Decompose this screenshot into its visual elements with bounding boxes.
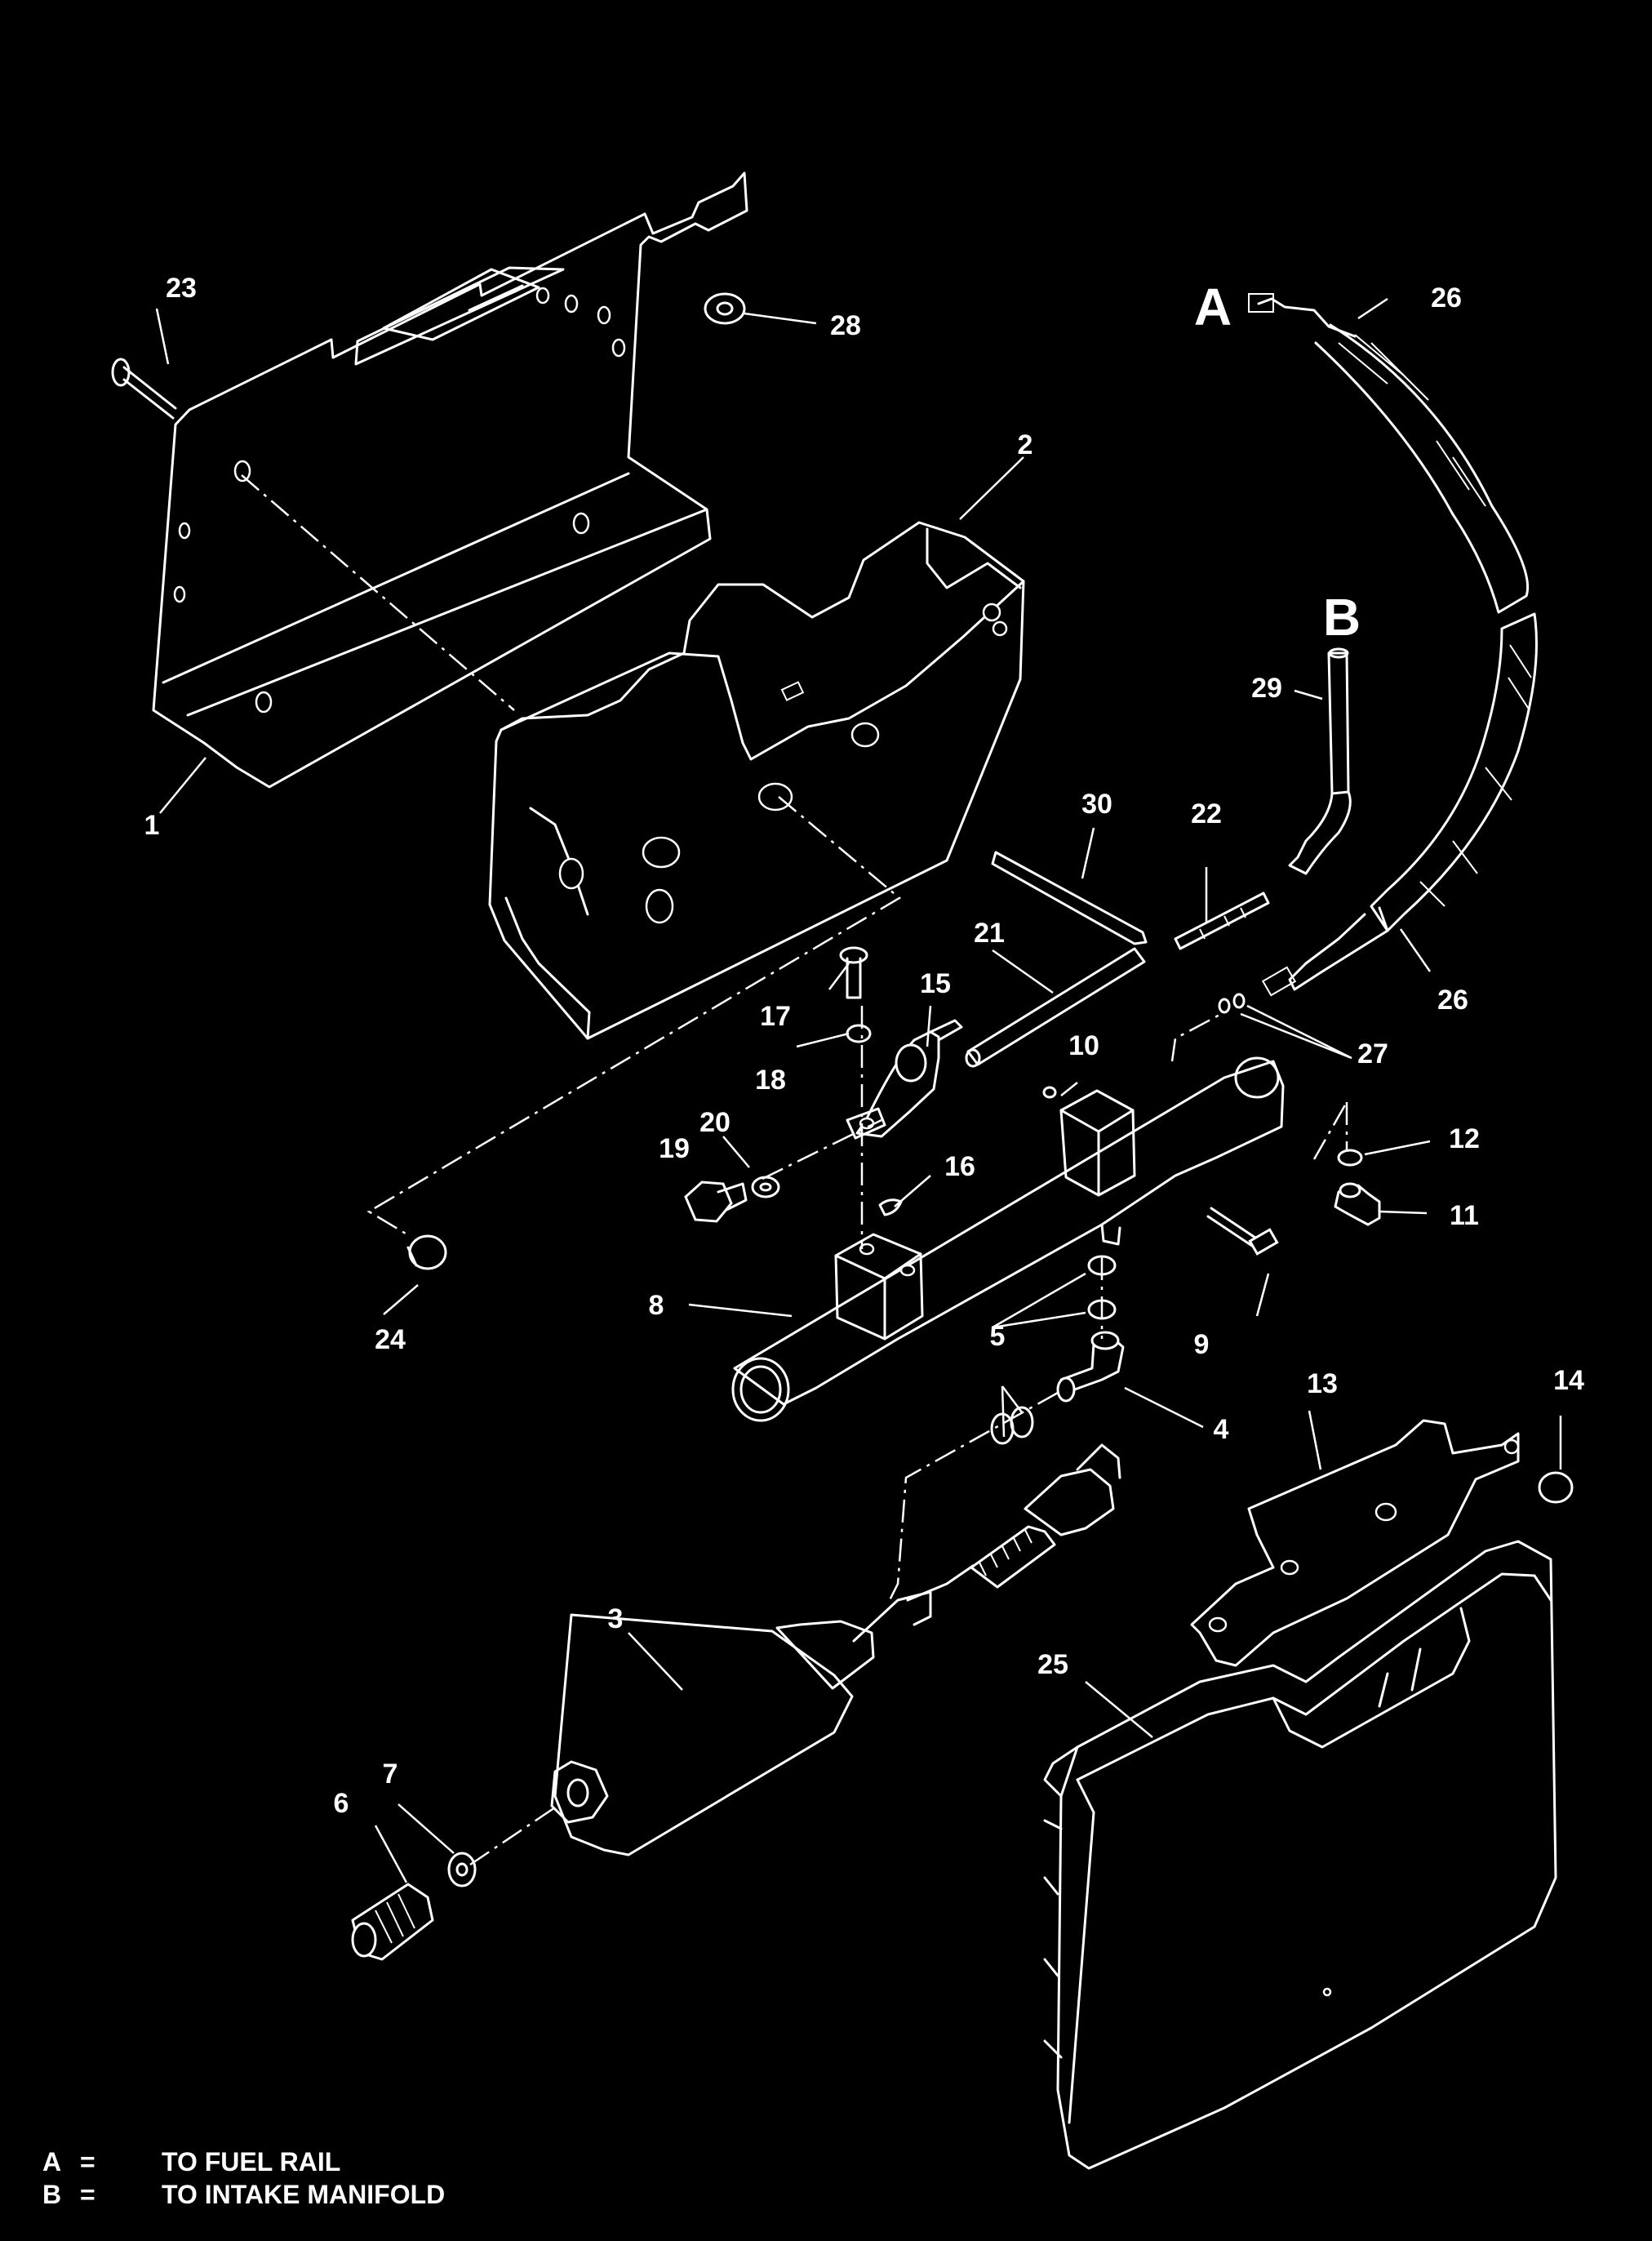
callout-12: 12 xyxy=(1449,1123,1480,1154)
callout-18: 18 xyxy=(755,1065,786,1096)
callout-15: 15 xyxy=(920,968,951,999)
part-29-hose xyxy=(1288,647,1352,875)
part-13-bracket xyxy=(1190,1419,1520,1667)
callout-29: 29 xyxy=(1251,673,1282,704)
callout-2: 2 xyxy=(1018,429,1033,460)
part-24-push-pin xyxy=(406,1234,447,1270)
callout-17: 17 xyxy=(760,1001,791,1032)
part-26-hose xyxy=(1248,293,1538,997)
callout-1: 1 xyxy=(144,810,160,841)
callout-leaders xyxy=(155,297,1562,1883)
connection-letter-b: B xyxy=(1323,588,1361,647)
callout-25: 25 xyxy=(1037,1649,1068,1680)
callout-23: 23 xyxy=(166,273,197,304)
legend-text: TO INTAKE MANIFOLD xyxy=(162,2180,446,2209)
legend-row-a: A = TO FUEL RAIL xyxy=(42,2145,445,2178)
part-8-fuel-rail xyxy=(731,1056,1285,1422)
part-12-o-ring xyxy=(1337,1149,1363,1167)
connection-legend: A = TO FUEL RAIL B = TO INTAKE MANIFOLD xyxy=(42,2145,445,2211)
callout-8: 8 xyxy=(649,1290,664,1321)
callout-4: 4 xyxy=(1214,1414,1229,1445)
part-21-tube xyxy=(965,947,1146,1068)
legend-text: TO FUEL RAIL xyxy=(162,2147,341,2177)
part-17-screw xyxy=(839,946,868,999)
part-28-nut xyxy=(704,292,746,325)
part-11-fitting xyxy=(1334,1182,1381,1226)
legend-equals: = xyxy=(80,2180,95,2209)
part-19-bolt xyxy=(684,1181,748,1223)
legend-row-b: B = TO INTAKE MANIFOLD xyxy=(42,2178,445,2211)
assembly-centerlines xyxy=(241,474,1348,1866)
part-23-screw xyxy=(111,358,177,420)
callout-28: 28 xyxy=(830,310,861,341)
callout-16: 16 xyxy=(944,1151,975,1182)
part-30-rod xyxy=(991,851,1148,945)
callout-7: 7 xyxy=(383,1759,398,1790)
part-14-nut xyxy=(1538,1471,1574,1504)
part-15-pressure-regulator xyxy=(846,1019,963,1140)
part-1-mounting-bracket xyxy=(152,171,748,789)
callout-26-lower: 26 xyxy=(1437,985,1468,1016)
callout-24: 24 xyxy=(375,1324,406,1355)
callout-30: 30 xyxy=(1081,789,1112,820)
callout-9: 9 xyxy=(1194,1329,1210,1360)
callout-11: 11 xyxy=(1450,1200,1479,1231)
part-18-washer xyxy=(846,1024,872,1043)
callout-26-upper: 26 xyxy=(1431,282,1462,313)
part-5-o-rings xyxy=(990,1255,1117,1445)
callout-21: 21 xyxy=(974,918,1005,949)
part-27-o-rings xyxy=(1218,993,1246,1014)
part-7-washer xyxy=(447,1852,477,1888)
callout-19: 19 xyxy=(659,1133,690,1164)
part-6-fitting xyxy=(351,1883,434,1961)
part-9-bolt xyxy=(1206,1207,1279,1256)
connection-letter-a: A xyxy=(1194,278,1232,336)
part-4-elbow-fitting xyxy=(1056,1331,1125,1403)
part-20-washer xyxy=(751,1176,780,1198)
callout-14: 14 xyxy=(1553,1365,1584,1396)
callout-13: 13 xyxy=(1307,1368,1338,1399)
part-2-module-box xyxy=(488,521,1025,1040)
part-22-fitting xyxy=(1174,892,1270,950)
callout-10: 10 xyxy=(1068,1030,1099,1061)
part-10-screw xyxy=(1042,1086,1057,1099)
callout-numbers: 1 2 3 4 5 5 6 7 8 9 10 11 12 13 14 15 16… xyxy=(144,273,1584,1819)
legend-key: B xyxy=(42,2180,62,2209)
callout-20: 20 xyxy=(699,1107,731,1138)
legend-equals: = xyxy=(80,2147,95,2177)
callout-3: 3 xyxy=(608,1603,624,1634)
part-3-fuel-pump xyxy=(550,1443,1121,1856)
callout-27: 27 xyxy=(1357,1038,1388,1069)
callout-6: 6 xyxy=(334,1788,349,1819)
callout-5-upper: 5 xyxy=(990,1321,1006,1352)
callout-22: 22 xyxy=(1191,798,1222,829)
part-25-fuel-tank xyxy=(1043,1540,1557,2170)
part-16-clip xyxy=(878,1198,903,1216)
legend-key: A xyxy=(42,2147,62,2177)
